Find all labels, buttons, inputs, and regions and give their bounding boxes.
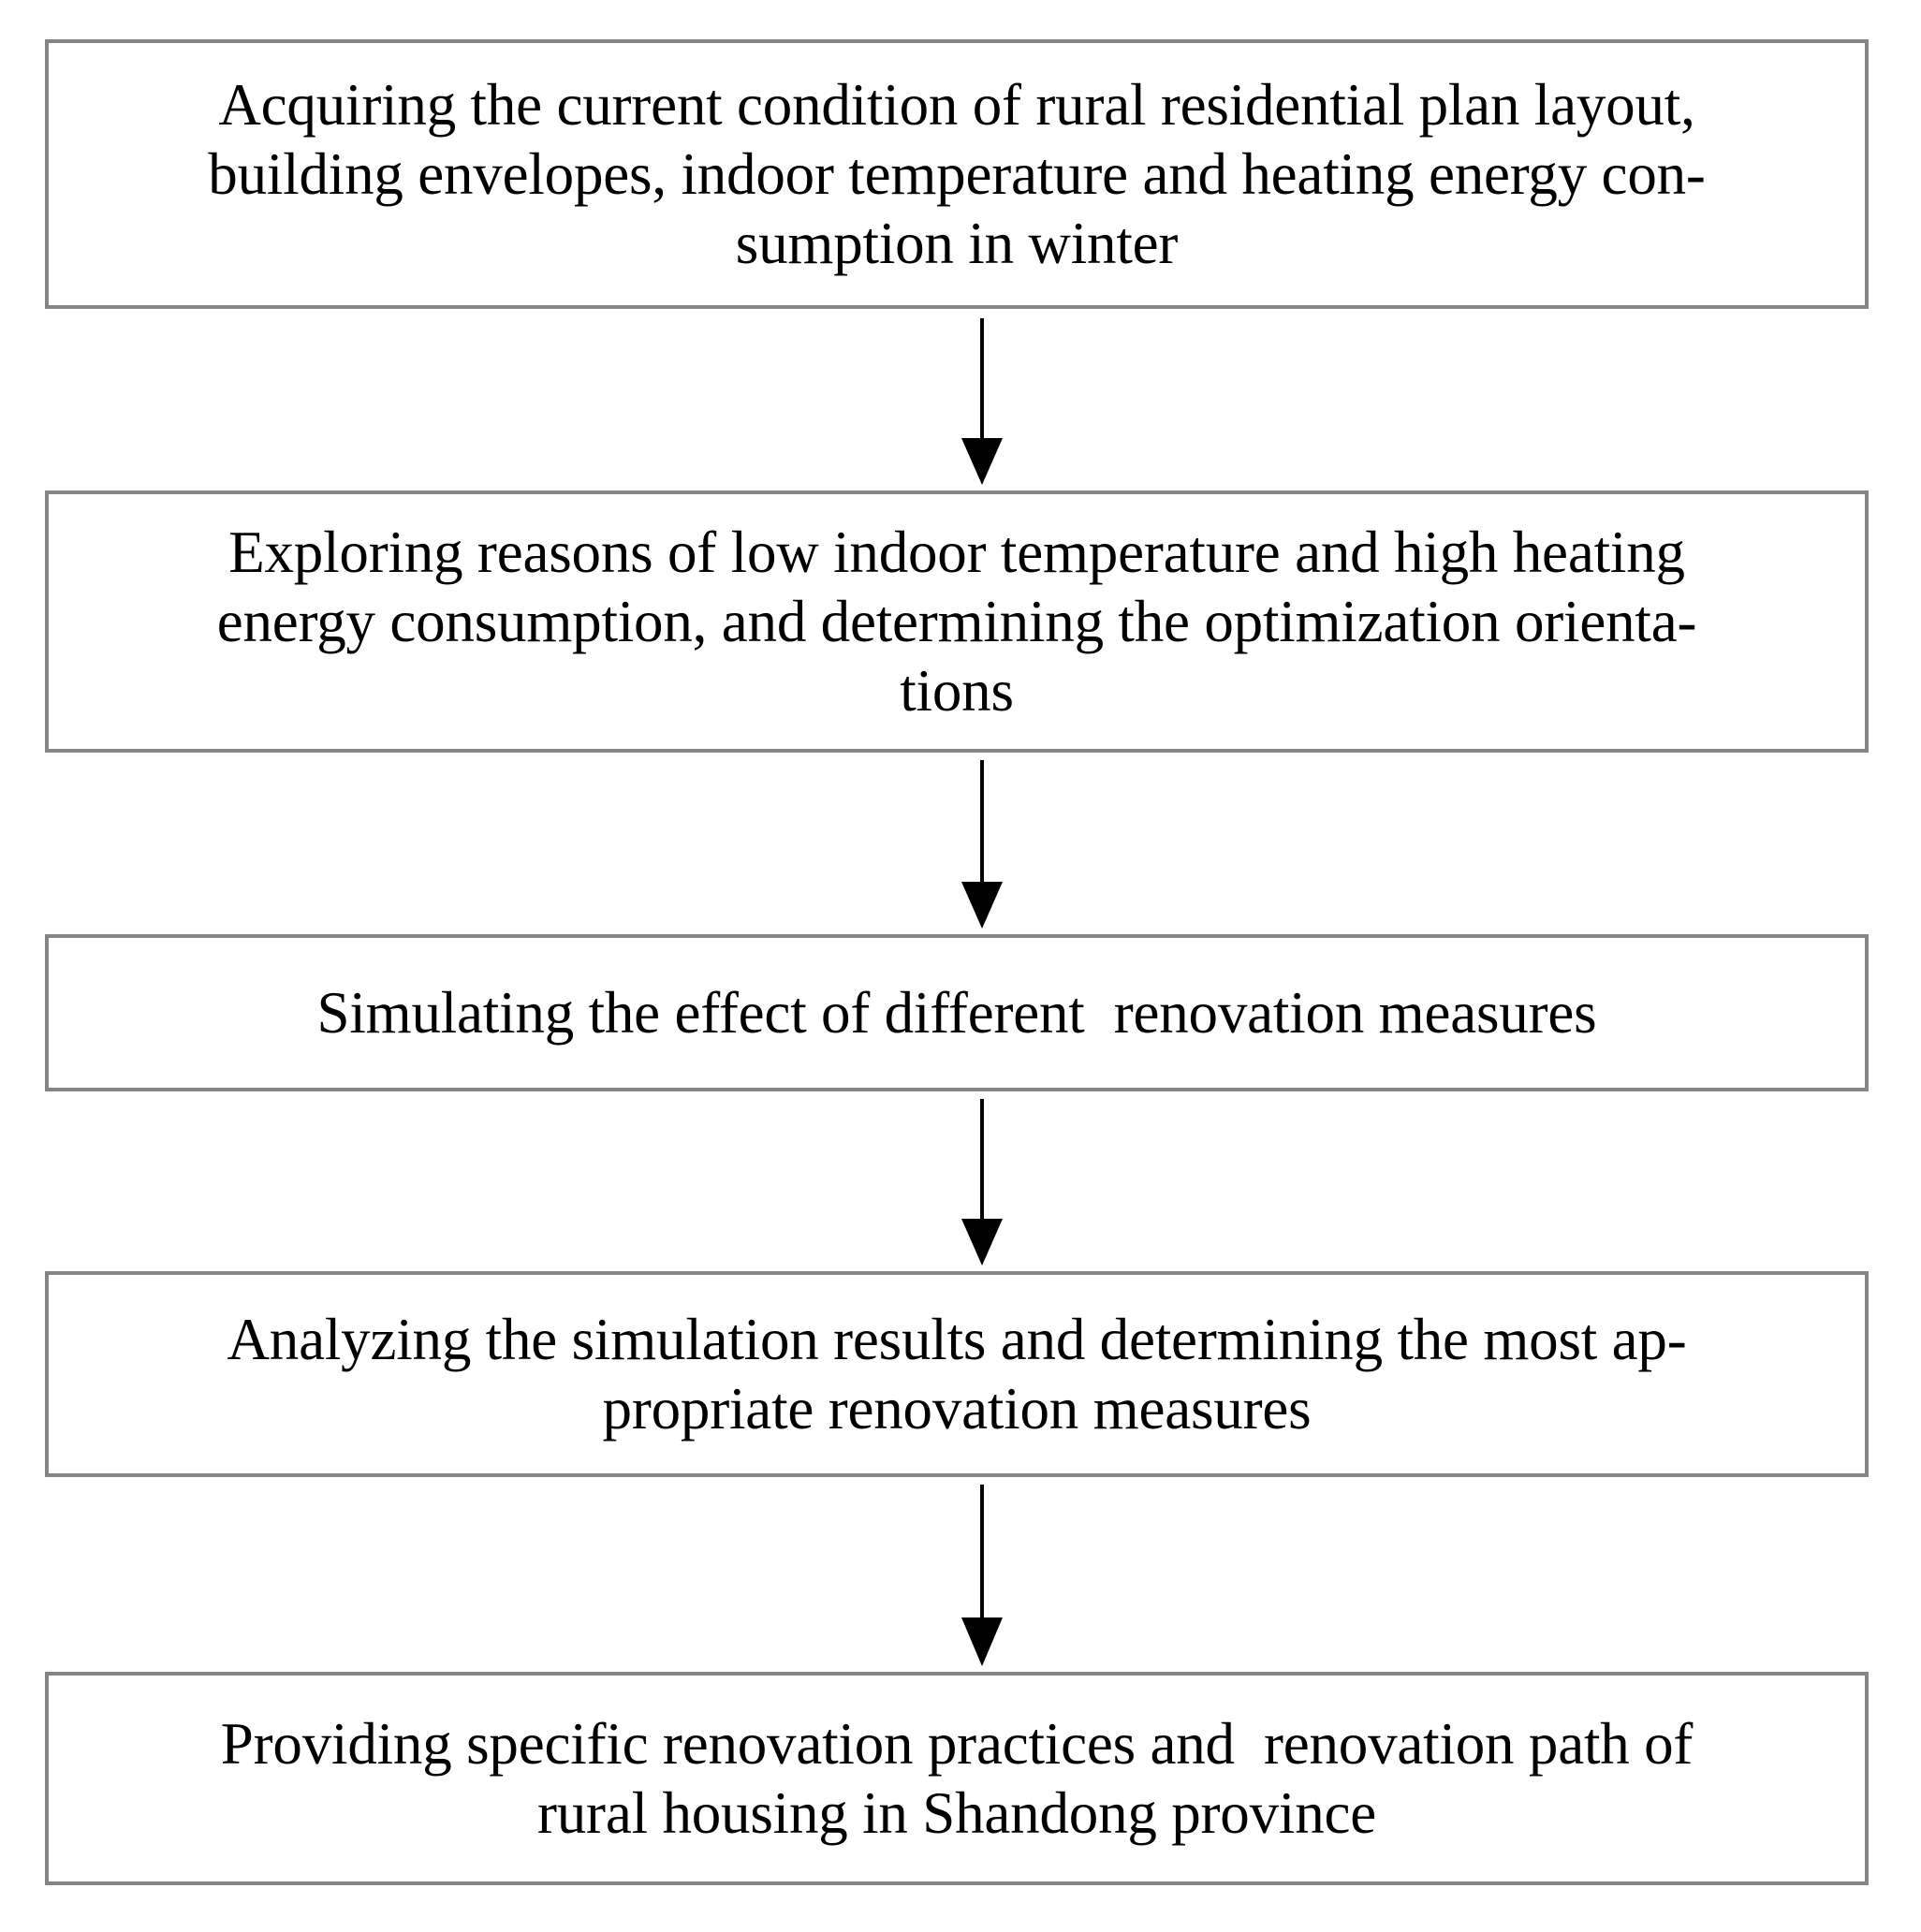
flow-node-step-1-label: Acquiring the current condition of rural… [208,71,1706,277]
flow-node-step-3: Simulating the effect of different renov… [45,934,1869,1091]
flow-node-step-3-label: Simulating the effect of different renov… [316,979,1597,1046]
flow-node-step-2-label: Exploring reasons of low indoor temperat… [216,519,1697,724]
flow-node-step-1: Acquiring the current condition of rural… [45,39,1869,309]
down-arrow-icon [960,760,1004,929]
down-arrow-icon [960,1099,1004,1266]
down-arrow-icon [960,1485,1004,1666]
flow-node-step-4: Analyzing the simulation results and det… [45,1271,1869,1477]
flow-node-step-2: Exploring reasons of low indoor temperat… [45,490,1869,753]
flow-node-step-5: Providing specific renovation practices … [45,1672,1869,1885]
flow-node-step-4-label: Analyzing the simulation results and det… [227,1306,1687,1442]
flow-node-step-5-label: Providing specific renovation practices … [220,1710,1694,1846]
down-arrow-icon [960,318,1004,485]
